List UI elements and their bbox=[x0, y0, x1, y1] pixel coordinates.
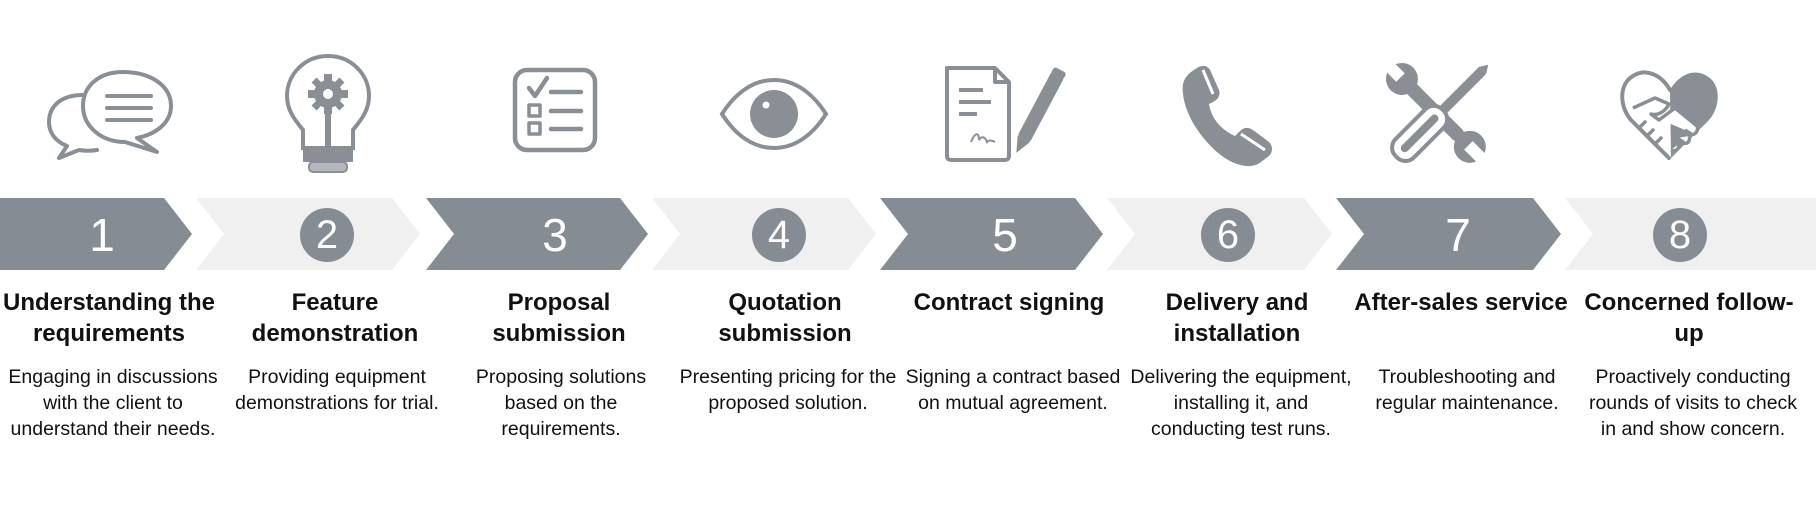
step-1-number: 1 bbox=[89, 209, 115, 261]
tools-icon bbox=[1382, 59, 1489, 164]
step-6-icon-wrap bbox=[1158, 50, 1298, 180]
step-8-description: Proactively conducting rounds of visits … bbox=[1588, 366, 1798, 440]
step-4-icon-wrap bbox=[703, 50, 843, 180]
step-1-title: Understanding the requirements bbox=[2, 289, 215, 347]
step-3-title: Proposal submission bbox=[492, 289, 626, 347]
heart-handshake-icon bbox=[1620, 70, 1718, 160]
step-7-description: Troubleshooting and regular maintenance. bbox=[1375, 366, 1559, 414]
chevron-step-5 bbox=[880, 198, 1103, 270]
step-3-icon-wrap bbox=[484, 50, 624, 180]
step-4-title: Quotation submission bbox=[718, 289, 852, 347]
step-5-title: Contract signing bbox=[913, 289, 1105, 316]
step-4-description: Presenting pricing for the proposed solu… bbox=[679, 366, 897, 414]
step-7-title: After-sales service bbox=[1354, 289, 1568, 316]
eye-icon bbox=[719, 77, 829, 151]
step-2-title: Feature demonstration bbox=[251, 289, 419, 347]
step-3-number: 3 bbox=[542, 209, 568, 261]
step-3-description: Proposing solutions based on the require… bbox=[475, 366, 647, 440]
checklist-icon bbox=[512, 67, 598, 153]
step-6-title: Delivery and installation bbox=[1165, 289, 1309, 347]
step-5-number: 5 bbox=[992, 209, 1018, 261]
lightbulb-gear-icon bbox=[284, 53, 372, 173]
step-8-number: 8 bbox=[1653, 208, 1707, 262]
step-8-title: Concerned follow-up bbox=[1584, 289, 1794, 347]
step-2-number: 2 bbox=[300, 208, 354, 262]
step-2-icon-wrap bbox=[258, 50, 398, 180]
chevron-step-1 bbox=[0, 198, 192, 270]
step-8-icon-wrap bbox=[1600, 50, 1740, 180]
chevron-step-3 bbox=[426, 198, 648, 270]
step-6-description: Delivering the equipment, installing it,… bbox=[1130, 366, 1352, 440]
step-1-description: Engaging in discussions with the client … bbox=[8, 366, 218, 440]
step-6-number: 6 bbox=[1201, 208, 1255, 262]
step-5-description: Signing a contract based on mutual agree… bbox=[905, 366, 1121, 414]
telephone-icon bbox=[1182, 65, 1272, 167]
contract-pen-icon bbox=[945, 66, 1066, 162]
step-1-icon-wrap bbox=[40, 50, 180, 180]
process-band bbox=[0, 198, 1816, 270]
speech-bubbles-icon bbox=[47, 70, 173, 160]
step-2-description: Providing equipment demonstrations for t… bbox=[235, 366, 439, 414]
step-7-icon-wrap bbox=[1368, 50, 1508, 180]
step-5-icon-wrap bbox=[928, 50, 1068, 180]
chevron-step-7 bbox=[1336, 198, 1561, 270]
step-7-number: 7 bbox=[1445, 209, 1471, 261]
step-4-number: 4 bbox=[752, 208, 806, 262]
